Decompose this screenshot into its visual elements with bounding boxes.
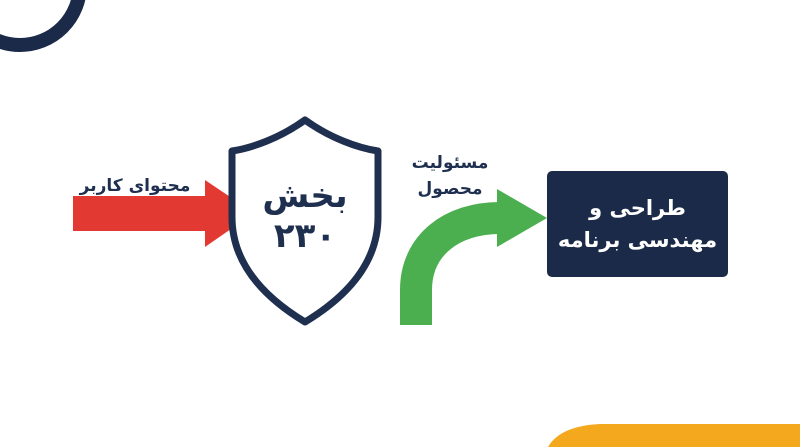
shield-number: ۲۳۰ — [273, 216, 337, 256]
input-label: محتوای کاربر — [79, 176, 191, 196]
target-box-text: طراحی و مهندسی برنامه — [557, 196, 718, 252]
output-label: مسئولیت محصول — [411, 153, 489, 199]
shield-title: بخش — [262, 176, 348, 216]
decorative-ring-top-left — [0, 0, 86, 52]
target-box: طراحی و مهندسی برنامه — [547, 171, 728, 277]
input-arrow-icon — [73, 180, 254, 247]
shield-text-group: بخش ۲۳۰ — [240, 176, 370, 256]
curved-arrow-up-right-icon — [497, 189, 547, 247]
output-arrow-shaft — [400, 202, 501, 325]
shield-icon — [228, 116, 382, 326]
decorative-accent-bottom-right — [548, 424, 800, 447]
